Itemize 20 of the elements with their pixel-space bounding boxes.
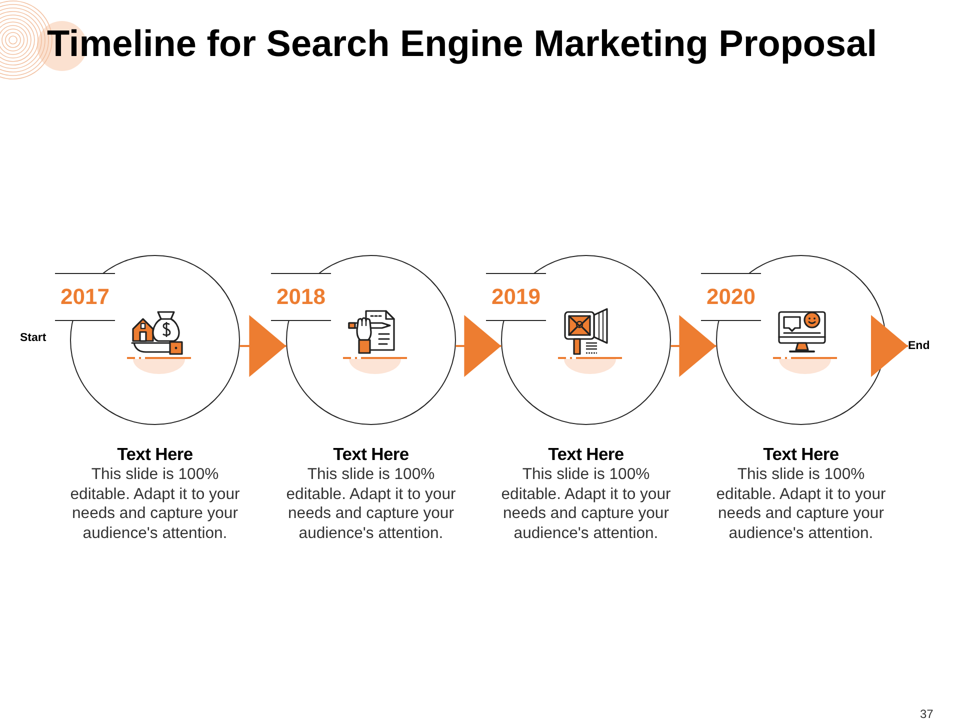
year-label: 2018 xyxy=(271,273,331,321)
text-heading: Text Here xyxy=(762,444,840,465)
description-text: This slide is 100% editable. Adapt it to your needs and capture your audience's attention. xyxy=(69,465,241,543)
text-heading: Text Here xyxy=(547,444,625,465)
year-label: 2019 xyxy=(486,273,546,321)
start-label: Start xyxy=(20,331,46,345)
arrow xyxy=(871,315,908,377)
description-text: This slide is 100% editable. Adapt it to your needs and capture your audience's attention. xyxy=(715,465,887,543)
text-heading: Text Here xyxy=(116,444,194,465)
text-heading: Text Here xyxy=(332,444,410,465)
year-label: 2017 xyxy=(55,273,115,321)
page-number: 37 xyxy=(920,707,934,720)
year-label: 2020 xyxy=(701,273,761,321)
endpoint-label: End xyxy=(908,339,930,353)
description-text: This slide is 100% editable. Adapt it to your needs and capture your audience's attention. xyxy=(500,465,672,543)
arrow xyxy=(670,315,716,377)
description-text: This slide is 100% editable. Adapt it to your needs and capture your audience's attention. xyxy=(285,465,457,543)
arrow xyxy=(240,315,286,377)
slide-title: Timeline for Search Engine Marketing Proposal xyxy=(47,22,877,66)
arrow xyxy=(456,315,502,377)
